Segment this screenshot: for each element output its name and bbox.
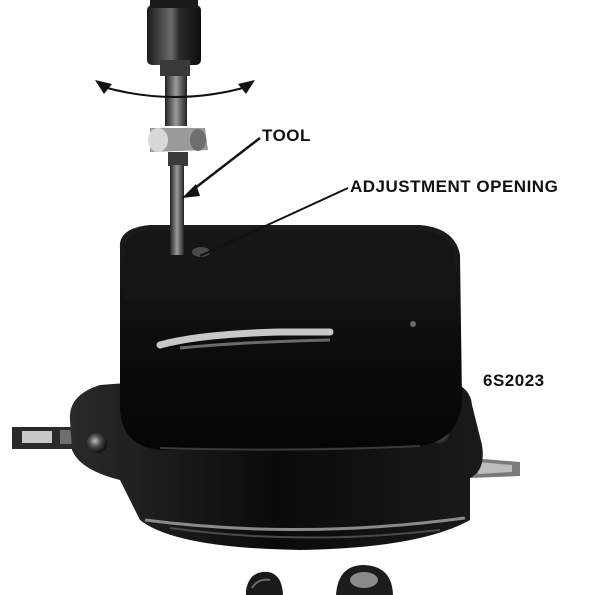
right-terminal-lead	[470, 458, 520, 478]
regulator-cover	[119, 225, 462, 451]
tool-callout-label: TOOL	[262, 126, 311, 145]
adjustment-leader-line	[199, 187, 349, 257]
left-terminal-lead	[12, 427, 90, 449]
rotation-arrow-icon	[95, 80, 255, 98]
mounting-bolt-left	[87, 433, 107, 453]
adjustment-opening-callout-label: ADJUSTMENT OPENING	[350, 177, 559, 196]
adjustment-tool	[147, 0, 208, 255]
figure-id-label: 6S2023	[483, 371, 545, 390]
small-parts	[246, 565, 393, 595]
tool-leader-line	[189, 137, 261, 193]
